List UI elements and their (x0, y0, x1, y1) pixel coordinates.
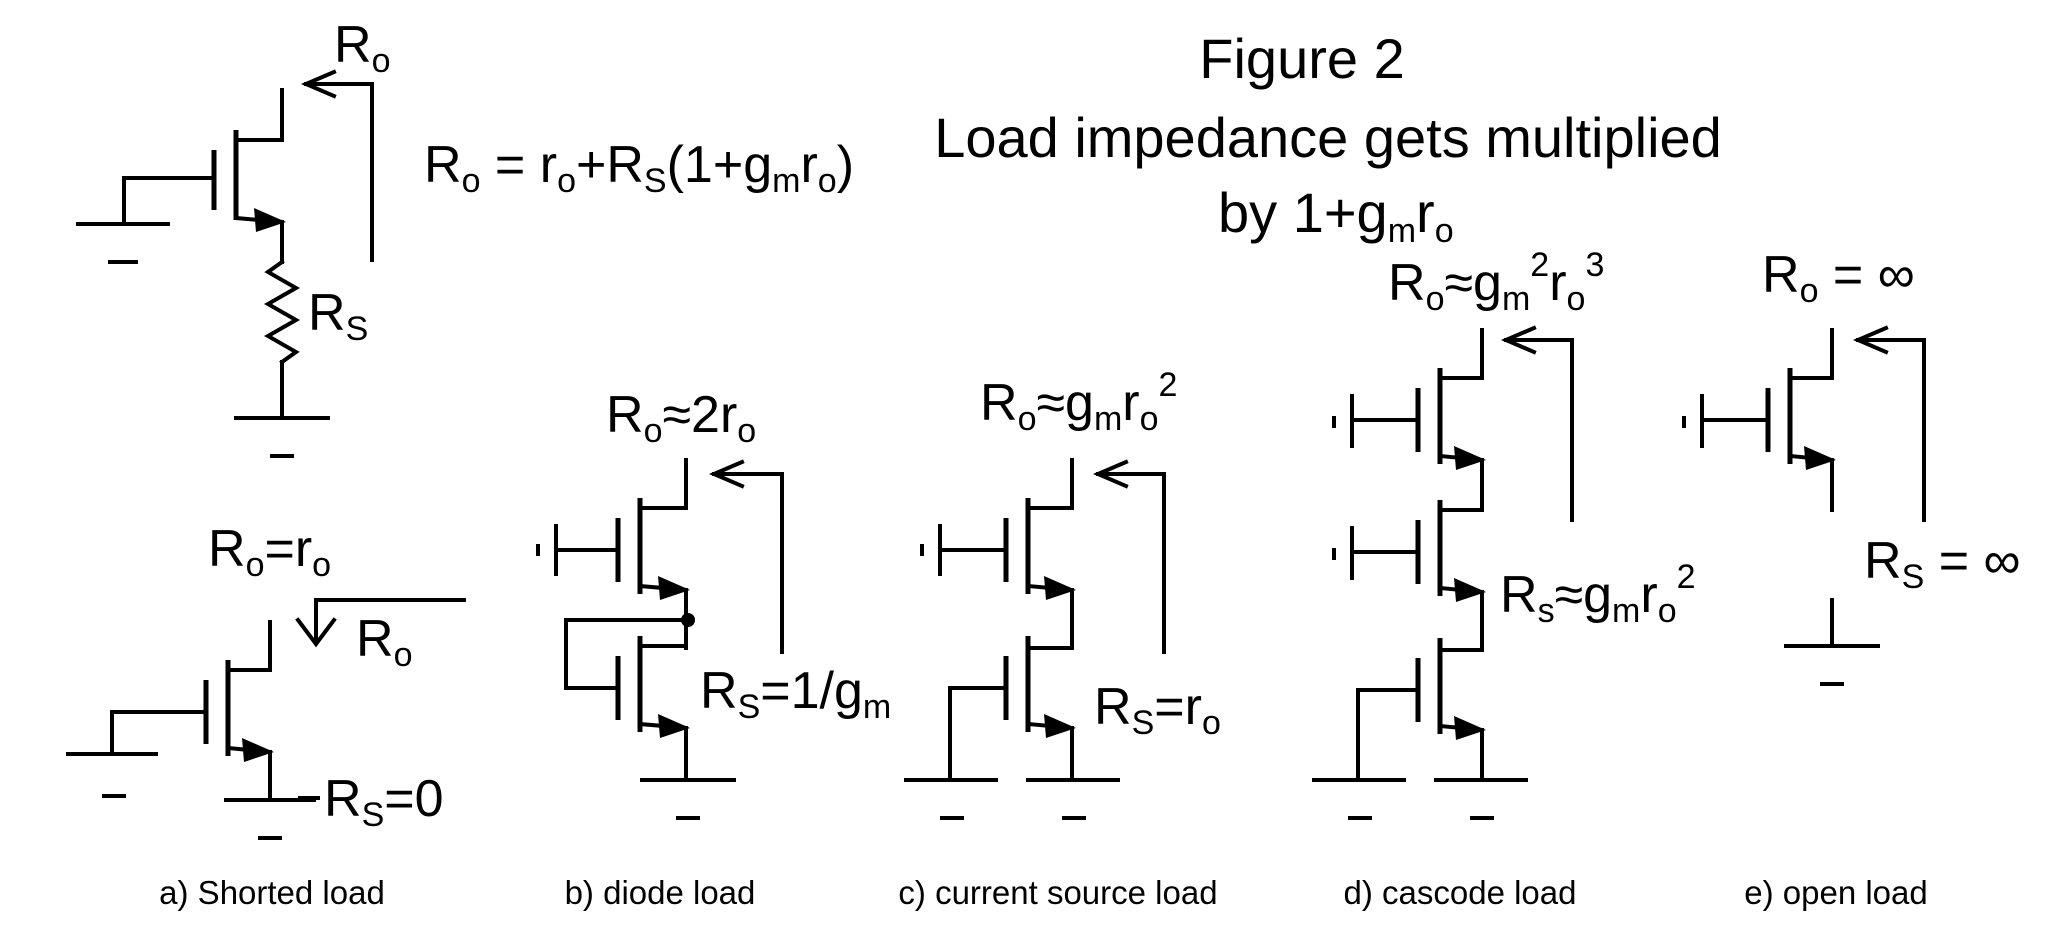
title-line-1: Figure 2 (1199, 27, 1404, 90)
circuit-c-current-source-load: Ro≈gmro2 RS=ro c) current source load (898, 366, 1220, 911)
source-arrow-icon (658, 714, 690, 738)
measure-arrow (314, 598, 466, 644)
arrow-head-icon (300, 69, 337, 99)
rs-zero-label: RS=0 (324, 770, 444, 834)
resistor (263, 259, 301, 365)
source-arrow-icon (658, 576, 690, 600)
measure-arrow (1856, 338, 1926, 522)
gate-wire (948, 686, 1008, 782)
measure-arrow (1096, 472, 1166, 654)
caption-e: e) open load (1744, 874, 1927, 911)
source-arrow-icon (242, 738, 274, 762)
circuit-d-cascode-load: Ro≈gm2ro3 Rs≈gmro2 (1312, 246, 1696, 911)
measure-arrow (1504, 338, 1574, 522)
ro-approx-gmro2-label: Ro≈gmro2 (980, 366, 1177, 438)
source-arrow-icon (1454, 716, 1486, 740)
diode-connection (564, 618, 690, 690)
ro-approx-2ro-label: Ro≈2ro (606, 386, 756, 450)
rs-ro-label: RS=ro (1094, 678, 1221, 742)
source-arrow-icon (1804, 446, 1836, 470)
source-arrow-icon (1454, 446, 1486, 470)
arrow-head-icon (708, 459, 745, 489)
caption-b: b) diode load (565, 874, 756, 911)
source-arrow-icon (1044, 714, 1076, 738)
measure-arrow (304, 82, 374, 262)
title-line-2: Load impedance gets multiplied (934, 106, 1722, 169)
measure-arrow (712, 472, 784, 654)
circuit-e-open-load: Ro = ∞ RS = ∞ e) open load (1682, 246, 2021, 911)
circuit-b-diode-load: Ro≈2ro RS=1/gm b) diode load (536, 386, 891, 911)
source-arrow-icon (1454, 578, 1486, 602)
general-circuit: Ro RS Ro = ro+RS(1+gmro) (76, 16, 854, 458)
arrow-head-icon (1852, 325, 1889, 355)
top-formula: Ro = ro+RS(1+gmro) (424, 136, 854, 200)
ro-label: Ro (334, 16, 390, 80)
ro-approx-gm2ro3-label: Ro≈gm2ro3 (1388, 246, 1604, 318)
rs-approx-gmro2-label: Rs≈gmro2 (1500, 558, 1696, 630)
ro-label: Ro (356, 610, 412, 674)
source-arrow-icon (1044, 576, 1076, 600)
title-line-3: by 1+gmro (1218, 181, 1454, 250)
ro-eq-ro-label: Ro=ro (208, 520, 331, 584)
arrow-head-icon (1092, 459, 1129, 489)
caption-a: a) Shorted load (159, 874, 385, 911)
circuit-a-shorted-load: Ro=ro Ro RS=0 a) Shorted load (66, 520, 466, 911)
caption-d: d) cascode load (1344, 874, 1577, 911)
arrow-head-icon (295, 617, 337, 648)
source-arrow-icon (254, 208, 286, 232)
rs-infinity-label: RS = ∞ (1864, 532, 2021, 596)
rs-1-over-gm-label: RS=1/gm (700, 662, 891, 726)
ro-infinity-label: Ro = ∞ (1762, 246, 1915, 310)
rs-label: RS (308, 284, 368, 348)
gate-wire (1356, 688, 1420, 782)
arrow-head-icon (1500, 325, 1537, 355)
caption-c: c) current source load (898, 874, 1217, 911)
figure-title: Figure 2 Load impedance gets multiplied … (934, 27, 1722, 250)
